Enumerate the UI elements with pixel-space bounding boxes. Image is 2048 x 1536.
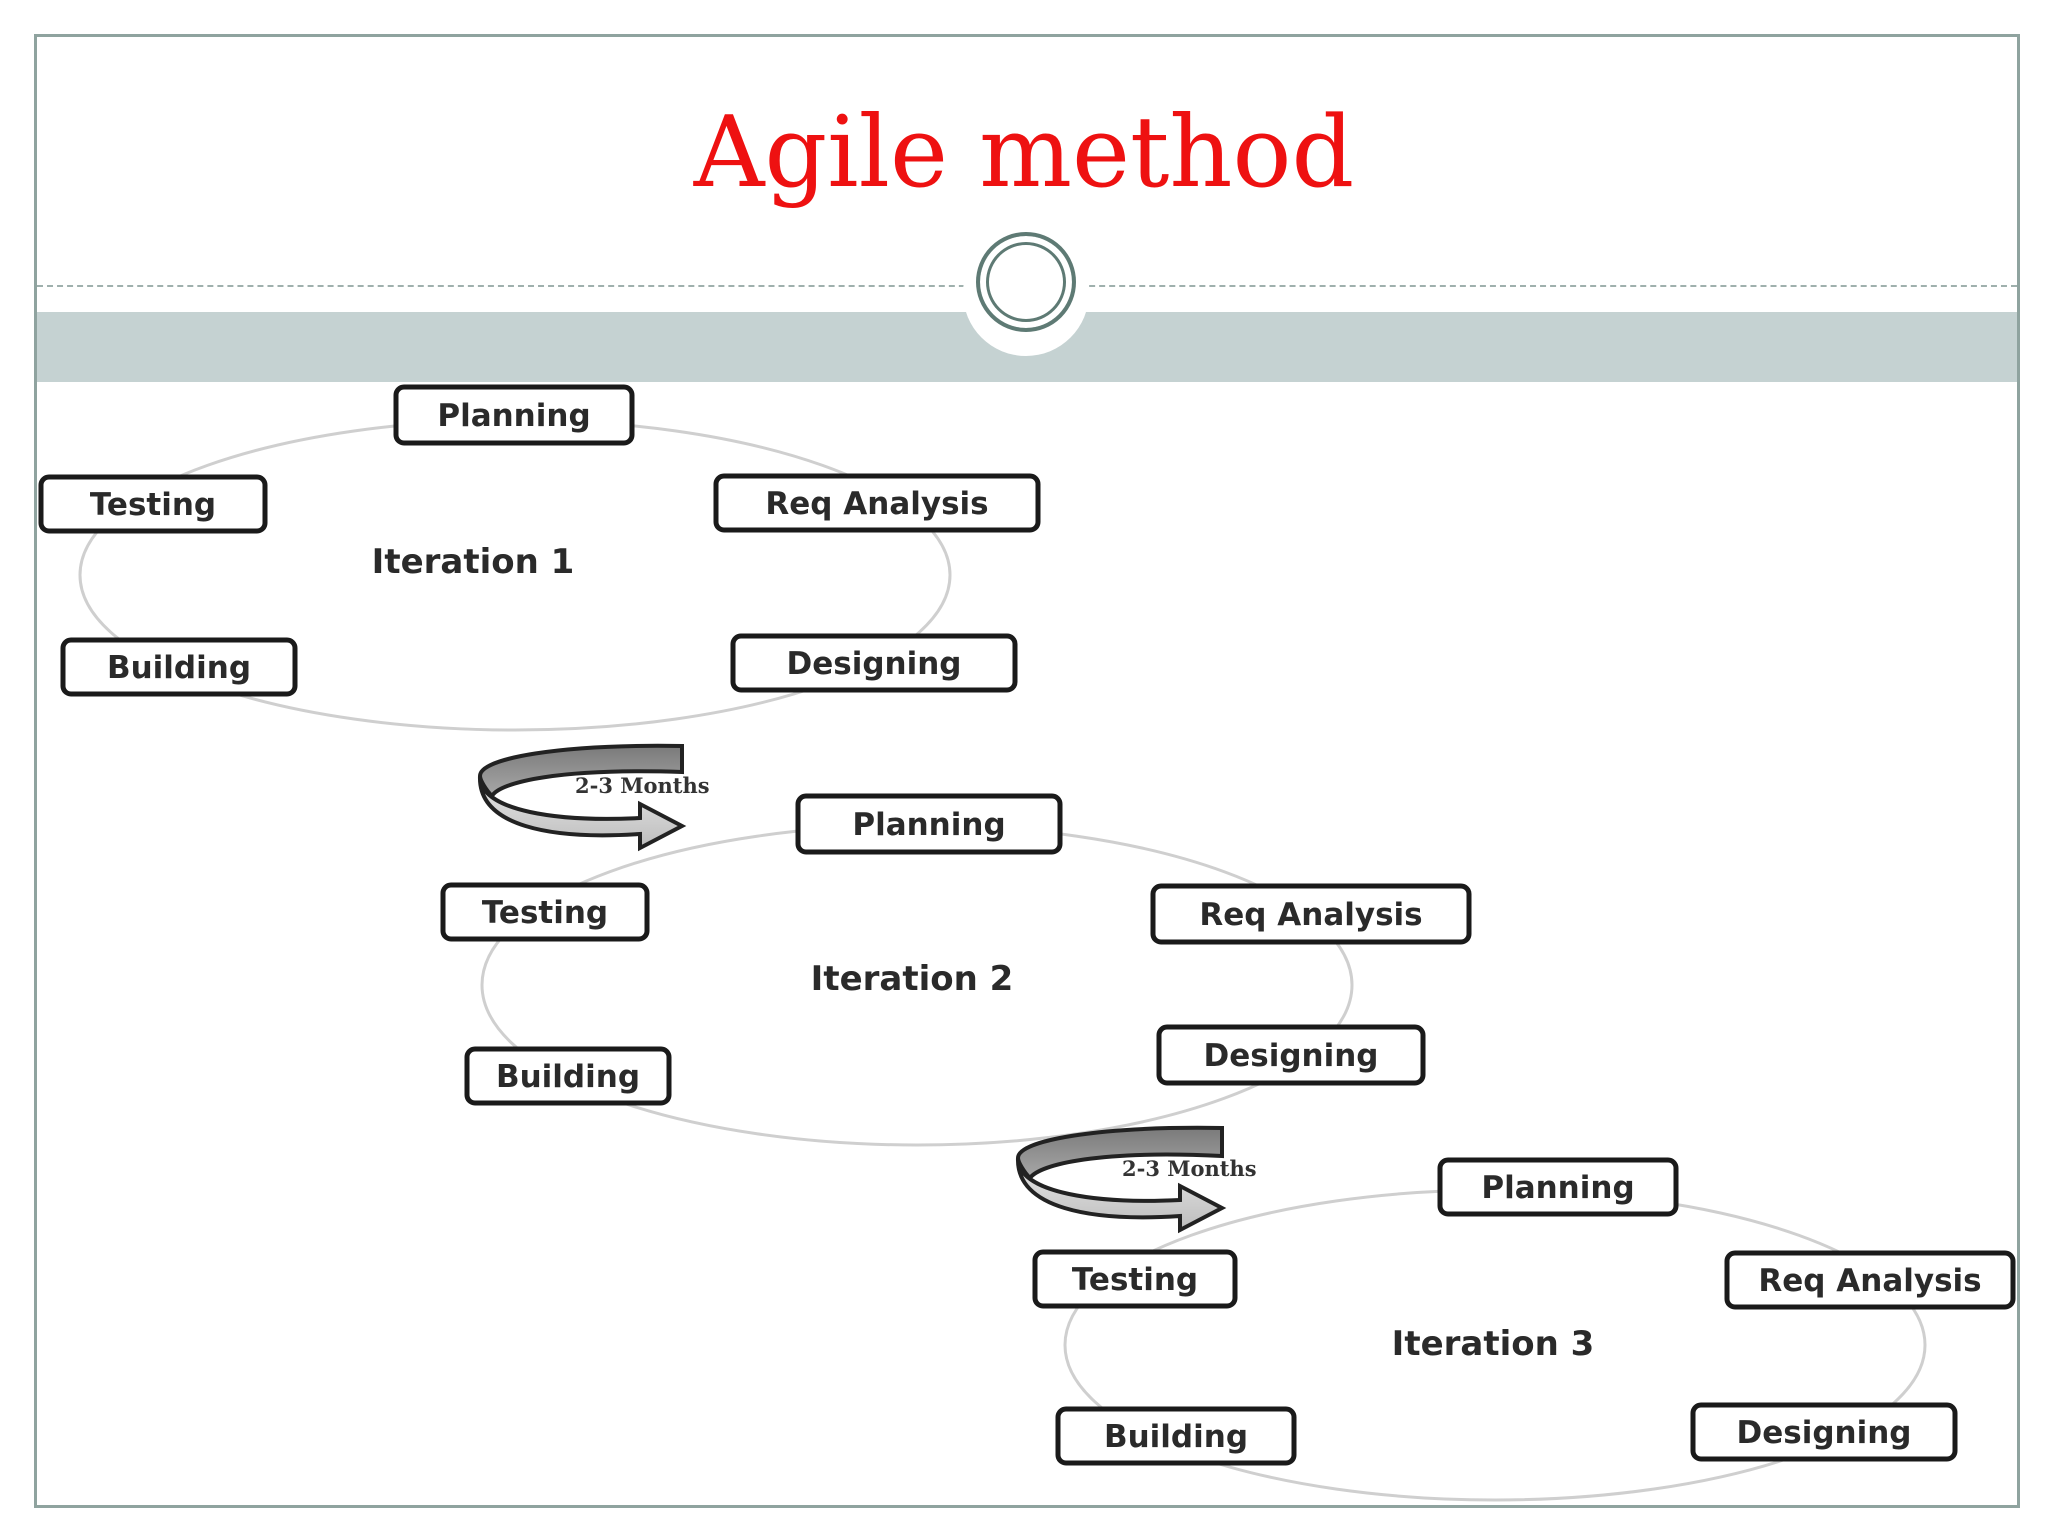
iteration-1-building-box: Building <box>60 637 298 697</box>
iteration-3-req-analysis-label: Req Analysis <box>1758 1263 1981 1299</box>
iteration-1-building-label: Building <box>107 650 251 686</box>
iteration-3-testing-label: Testing <box>1072 1262 1198 1298</box>
iteration-2: Planning Req Analysis Designing Building… <box>440 793 1472 1147</box>
iteration-1-designing-label: Designing <box>787 646 962 682</box>
iteration-1-designing-box: Designing <box>730 633 1018 693</box>
iteration-3-designing-label: Designing <box>1737 1415 1912 1451</box>
iteration-3-testing-box: Testing <box>1032 1249 1238 1309</box>
iteration-1-planning-label: Planning <box>437 398 590 434</box>
iteration-2-designing-label: Designing <box>1204 1038 1379 1074</box>
iteration-3-planning-box: Planning <box>1437 1157 1679 1217</box>
iteration-1-testing-box: Testing <box>38 474 268 534</box>
iteration-2-designing-box: Designing <box>1156 1024 1426 1086</box>
iteration-2-label: Iteration 2 <box>811 959 1014 999</box>
iteration-2-testing-label: Testing <box>482 895 608 931</box>
iteration-2-planning-box: Planning <box>795 793 1063 855</box>
iteration-2-building-box: Building <box>464 1046 672 1106</box>
transition-arrow-2: 2-3 Months <box>1015 1125 1257 1234</box>
iteration-3: Planning Req Analysis Designing Building… <box>1032 1157 2016 1502</box>
iteration-2-req-analysis-label: Req Analysis <box>1199 897 1422 933</box>
iteration-1-planning-box: Planning <box>393 384 635 446</box>
iteration-3-req-analysis-box: Req Analysis <box>1724 1250 2016 1310</box>
slide-title: Agile method <box>693 96 1355 210</box>
iteration-2-building-label: Building <box>496 1059 640 1095</box>
iteration-3-building-label: Building <box>1104 1419 1248 1455</box>
iteration-1-testing-label: Testing <box>90 487 216 523</box>
iteration-1: Planning Req Analysis Designing Building… <box>38 384 1041 732</box>
iteration-3-building-box: Building <box>1055 1406 1297 1466</box>
iteration-3-planning-label: Planning <box>1481 1170 1634 1206</box>
iteration-2-req-analysis-box: Req Analysis <box>1150 883 1472 945</box>
iteration-2-testing-box: Testing <box>440 882 650 942</box>
circle-ornament-icon <box>976 232 1076 332</box>
iteration-1-label: Iteration 1 <box>372 542 575 582</box>
iteration-1-req-analysis-box: Req Analysis <box>713 473 1041 533</box>
transition-arrow-1: 2-3 Months <box>477 743 710 852</box>
iteration-2-planning-label: Planning <box>852 807 1005 843</box>
iteration-1-req-analysis-label: Req Analysis <box>765 486 988 522</box>
iteration-3-designing-box: Designing <box>1690 1402 1958 1462</box>
iteration-3-label: Iteration 3 <box>1392 1324 1595 1364</box>
transition-2-label: 2-3 Months <box>1122 1156 1257 1181</box>
transition-1-label: 2-3 Months <box>575 773 710 798</box>
